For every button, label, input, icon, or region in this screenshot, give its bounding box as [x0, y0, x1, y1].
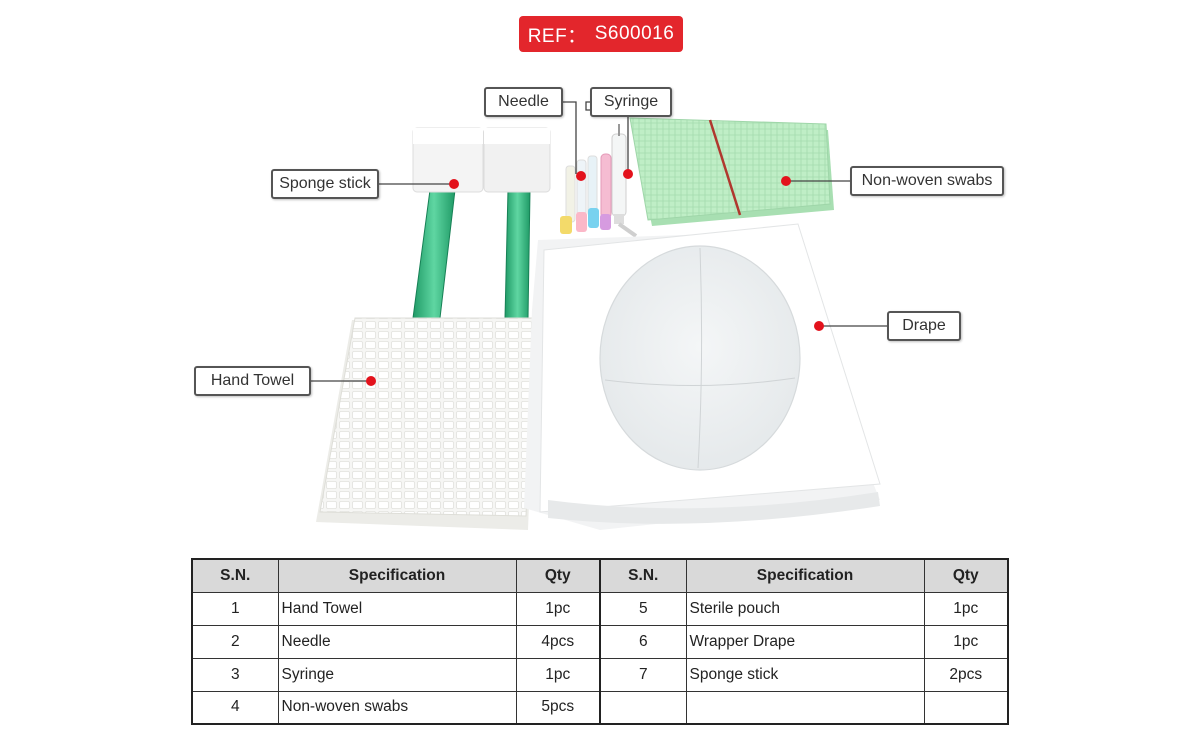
header-specification: Specification [685, 558, 925, 593]
specification-table: S.N. Specification Qty S.N. Specificatio… [191, 558, 1009, 725]
marker-dot-drape [814, 321, 824, 331]
header-specification: Specification [277, 558, 517, 593]
cell-specification: Hand Towel [277, 591, 517, 626]
sponge-stick-illustration [412, 127, 551, 319]
table-row: 2 Needle 4pcs 6 Wrapper Drape 1pc [191, 624, 1009, 659]
table-header-row: S.N. Specification Qty S.N. Specificatio… [191, 558, 1009, 593]
syringe-illustration [611, 124, 638, 238]
table-row: 4 Non-woven swabs 5pcs [191, 690, 1009, 725]
ref-badge: REF： S600016 [519, 16, 683, 52]
callout-needle: Needle [484, 87, 563, 117]
header-sn: S.N. [599, 558, 687, 593]
callout-sponge-stick: Sponge stick [271, 169, 379, 199]
callout-drape: Drape [887, 311, 961, 341]
callout-leader-lines [311, 101, 887, 382]
marker-dot-non-woven-swabs [781, 176, 791, 186]
table-row: 1 Hand Towel 1pc 5 Sterile pouch 1pc [191, 591, 1009, 626]
cell-specification: Needle [277, 624, 517, 659]
cell-sn: 5 [599, 591, 687, 626]
cell-qty: 1pc [515, 657, 601, 692]
callout-hand-towel: Hand Towel [194, 366, 311, 396]
callout-drape-label: Drape [902, 317, 946, 334]
cell-specification: Sterile pouch [685, 591, 925, 626]
hand-towel-illustration [316, 317, 536, 530]
callout-syringe: Syringe [590, 87, 672, 117]
marker-dot-hand-towel [366, 376, 376, 386]
cell-specification [685, 690, 925, 725]
ref-label: REF： [527, 25, 587, 47]
callout-needle-label: Needle [498, 93, 549, 110]
needle-illustration [560, 153, 612, 234]
ref-code: S600016 [594, 23, 675, 44]
cell-sn: 7 [599, 657, 687, 692]
callout-sponge-stick-label: Sponge stick [279, 175, 371, 192]
callout-non-woven-swabs: Non-woven swabs [850, 166, 1004, 196]
cell-qty [923, 690, 1009, 725]
cell-sn: 4 [191, 690, 279, 725]
callout-syringe-label: Syringe [603, 93, 659, 110]
cell-specification: Syringe [277, 657, 517, 692]
cell-sn [599, 690, 687, 725]
callout-marker-dots [366, 169, 824, 386]
cell-qty: 1pc [923, 624, 1009, 659]
cell-specification: Sponge stick [685, 657, 925, 692]
cell-qty: 2pcs [923, 657, 1009, 692]
cell-qty: 1pc [923, 591, 1009, 626]
cell-sn: 3 [191, 657, 279, 692]
callout-hand-towel-label: Hand Towel [210, 372, 295, 389]
header-qty: Qty [515, 558, 601, 593]
cell-sn: 6 [599, 624, 687, 659]
header-sn: S.N. [191, 558, 279, 593]
table-row: 3 Syringe 1pc 7 Sponge stick 2pcs [191, 657, 1009, 692]
marker-dot-sponge-stick [449, 179, 459, 189]
product-kit-illustration [311, 101, 887, 530]
cell-sn: 2 [191, 624, 279, 659]
cell-qty: 4pcs [515, 624, 601, 659]
cell-qty: 1pc [515, 591, 601, 626]
non-woven-swabs-illustration [629, 117, 834, 226]
cell-specification: Non-woven swabs [277, 690, 517, 725]
marker-dot-needle [576, 171, 586, 181]
cell-sn: 1 [191, 591, 279, 626]
cell-qty: 5pcs [515, 690, 601, 725]
cell-specification: Wrapper Drape [685, 624, 925, 659]
marker-dot-syringe [623, 169, 633, 179]
callout-non-woven-swabs-label: Non-woven swabs [861, 172, 993, 189]
drape-illustration [524, 223, 881, 530]
header-qty: Qty [923, 558, 1009, 593]
